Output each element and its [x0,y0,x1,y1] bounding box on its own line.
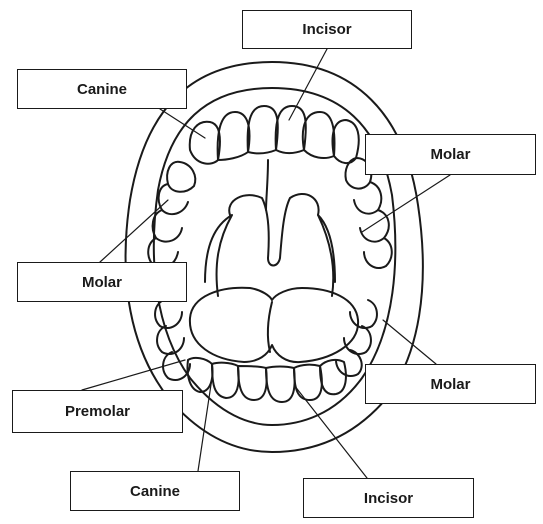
label-incisor-top: Incisor [242,10,412,49]
palate [229,194,318,265]
lower-teeth [155,300,377,402]
label-incisor-bottom: Incisor [303,478,474,518]
label-canine-top: Canine [17,69,187,109]
label-molar-right-bottom: Molar [365,364,536,404]
throat-left [205,215,232,296]
label-molar-right-top: Molar [365,134,536,175]
label-molar-left: Molar [17,262,187,302]
label-premolar: Premolar [12,390,183,433]
throat-right [318,215,335,296]
upper-teeth [148,106,392,268]
uvula-line [266,160,268,210]
tongue [190,288,358,362]
label-canine-bottom: Canine [70,471,240,511]
